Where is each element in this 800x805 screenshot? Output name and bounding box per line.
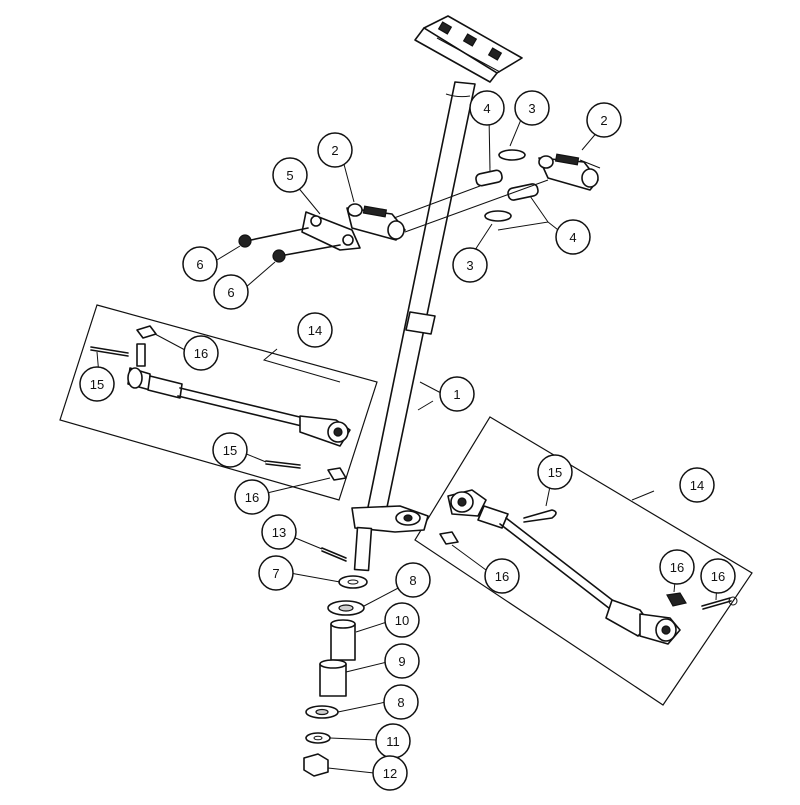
callout-14-right: 14 (679, 467, 715, 503)
tie-rod-kit-box-right (414, 416, 753, 706)
left-cotter-pin-top (90, 346, 129, 357)
callout-10: 10 (384, 602, 420, 638)
callout-8-upper-label: 8 (409, 573, 416, 588)
callout-13-label: 13 (272, 525, 286, 540)
bushing-10 (330, 619, 356, 661)
bushing-upper (475, 169, 503, 187)
callout-4-lower: 4 (555, 219, 591, 255)
callout-12-label: 12 (383, 766, 397, 781)
callout-8-upper: 8 (395, 562, 431, 598)
callout-15-right-top-label: 15 (548, 465, 562, 480)
dust-seal-upper (327, 600, 365, 616)
callout-16-left-top-label: 16 (194, 346, 208, 361)
callout-15-right-bottom: 16 (700, 558, 736, 594)
o-ring-lower (484, 210, 512, 222)
callout-3-lower: 3 (452, 247, 488, 283)
bushing-9 (319, 659, 347, 697)
callout-15-right-bottom-label: 16 (711, 569, 725, 584)
callout-8-lower-label: 8 (397, 695, 404, 710)
callout-2-left: 2 (317, 132, 353, 168)
callout-11-label: 11 (386, 734, 400, 749)
cotter-pin-lower (321, 547, 347, 562)
o-ring-upper (498, 149, 526, 161)
callout-11: 11 (375, 723, 411, 759)
callout-2-right: 2 (586, 102, 622, 138)
callout-15-left-top-label: 15 (90, 377, 104, 392)
callout-2-left-label: 2 (331, 143, 338, 158)
callout-6-upper-label: 6 (196, 257, 203, 272)
callout-9-label: 9 (398, 654, 405, 669)
callout-16-right-left-label: 16 (495, 569, 509, 584)
dust-seal-lower (305, 705, 339, 719)
handlebar-mount-plate (414, 15, 523, 83)
callout-14-left-label: 14 (308, 323, 322, 338)
callout-9: 9 (384, 643, 420, 679)
callout-7-label: 7 (272, 566, 279, 581)
right-cotter-pin-top (523, 509, 557, 523)
callout-16-left-bottom: 16 (234, 479, 270, 515)
right-nut-right (666, 592, 687, 607)
left-bearing-clamp (346, 203, 406, 241)
callout-3-upper-label: 3 (528, 101, 535, 116)
left-nut-bottom (327, 467, 347, 481)
right-tie-rod (447, 489, 681, 645)
washer-upper (338, 575, 368, 589)
washer-lower (305, 732, 331, 744)
callout-8-lower: 8 (383, 684, 419, 720)
callout-4-upper: 4 (469, 90, 505, 126)
tie-rod-kit-box-left (59, 304, 378, 501)
bolt-upper (238, 227, 309, 248)
callout-5: 5 (272, 157, 308, 193)
callout-7: 7 (258, 555, 294, 591)
callout-15-left-bottom: 15 (212, 432, 248, 468)
left-nut-top (136, 325, 157, 339)
castle-nut (303, 753, 329, 777)
callout-6-upper: 6 (182, 246, 218, 282)
bushing-lower (507, 183, 539, 201)
right-bearing-clamp (538, 153, 599, 191)
callout-6-lower: 6 (213, 274, 249, 310)
bolt-lower (272, 244, 341, 263)
right-nut-left (439, 531, 459, 545)
callout-1: 1 (439, 376, 475, 412)
callout-15-left-top: 15 (79, 366, 115, 402)
callout-3-lower-label: 3 (466, 258, 473, 273)
callout-4-upper-label: 4 (483, 101, 490, 116)
callout-13: 13 (261, 514, 297, 550)
clamp-plate (301, 211, 361, 251)
left-cotter-pin-bottom (265, 460, 301, 469)
callout-4-lower-label: 4 (569, 230, 576, 245)
callout-16-left-top: 16 (183, 335, 219, 371)
callout-15-right-top: 15 (537, 454, 573, 490)
callout-16-right-right: 16 (659, 549, 695, 585)
callout-2-right-label: 2 (600, 113, 607, 128)
callout-1-label: 1 (453, 387, 460, 402)
callout-16-right-right-label: 16 (670, 560, 684, 575)
callout-14-right-label: 14 (690, 478, 704, 493)
callout-5-label: 5 (286, 168, 293, 183)
callout-15-left-bottom-label: 15 (223, 443, 237, 458)
callout-14-left: 14 (297, 312, 333, 348)
callout-16-right-left: 16 (484, 558, 520, 594)
callout-16-left-bottom-label: 16 (245, 490, 259, 505)
callout-10-label: 10 (395, 613, 409, 628)
callout-3-upper: 3 (514, 90, 550, 126)
callout-6-lower-label: 6 (227, 285, 234, 300)
left-tie-rod (127, 343, 351, 447)
right-cotter-pin-bottom (701, 596, 738, 610)
callout-12: 12 (372, 755, 408, 791)
steering-column (351, 81, 476, 572)
